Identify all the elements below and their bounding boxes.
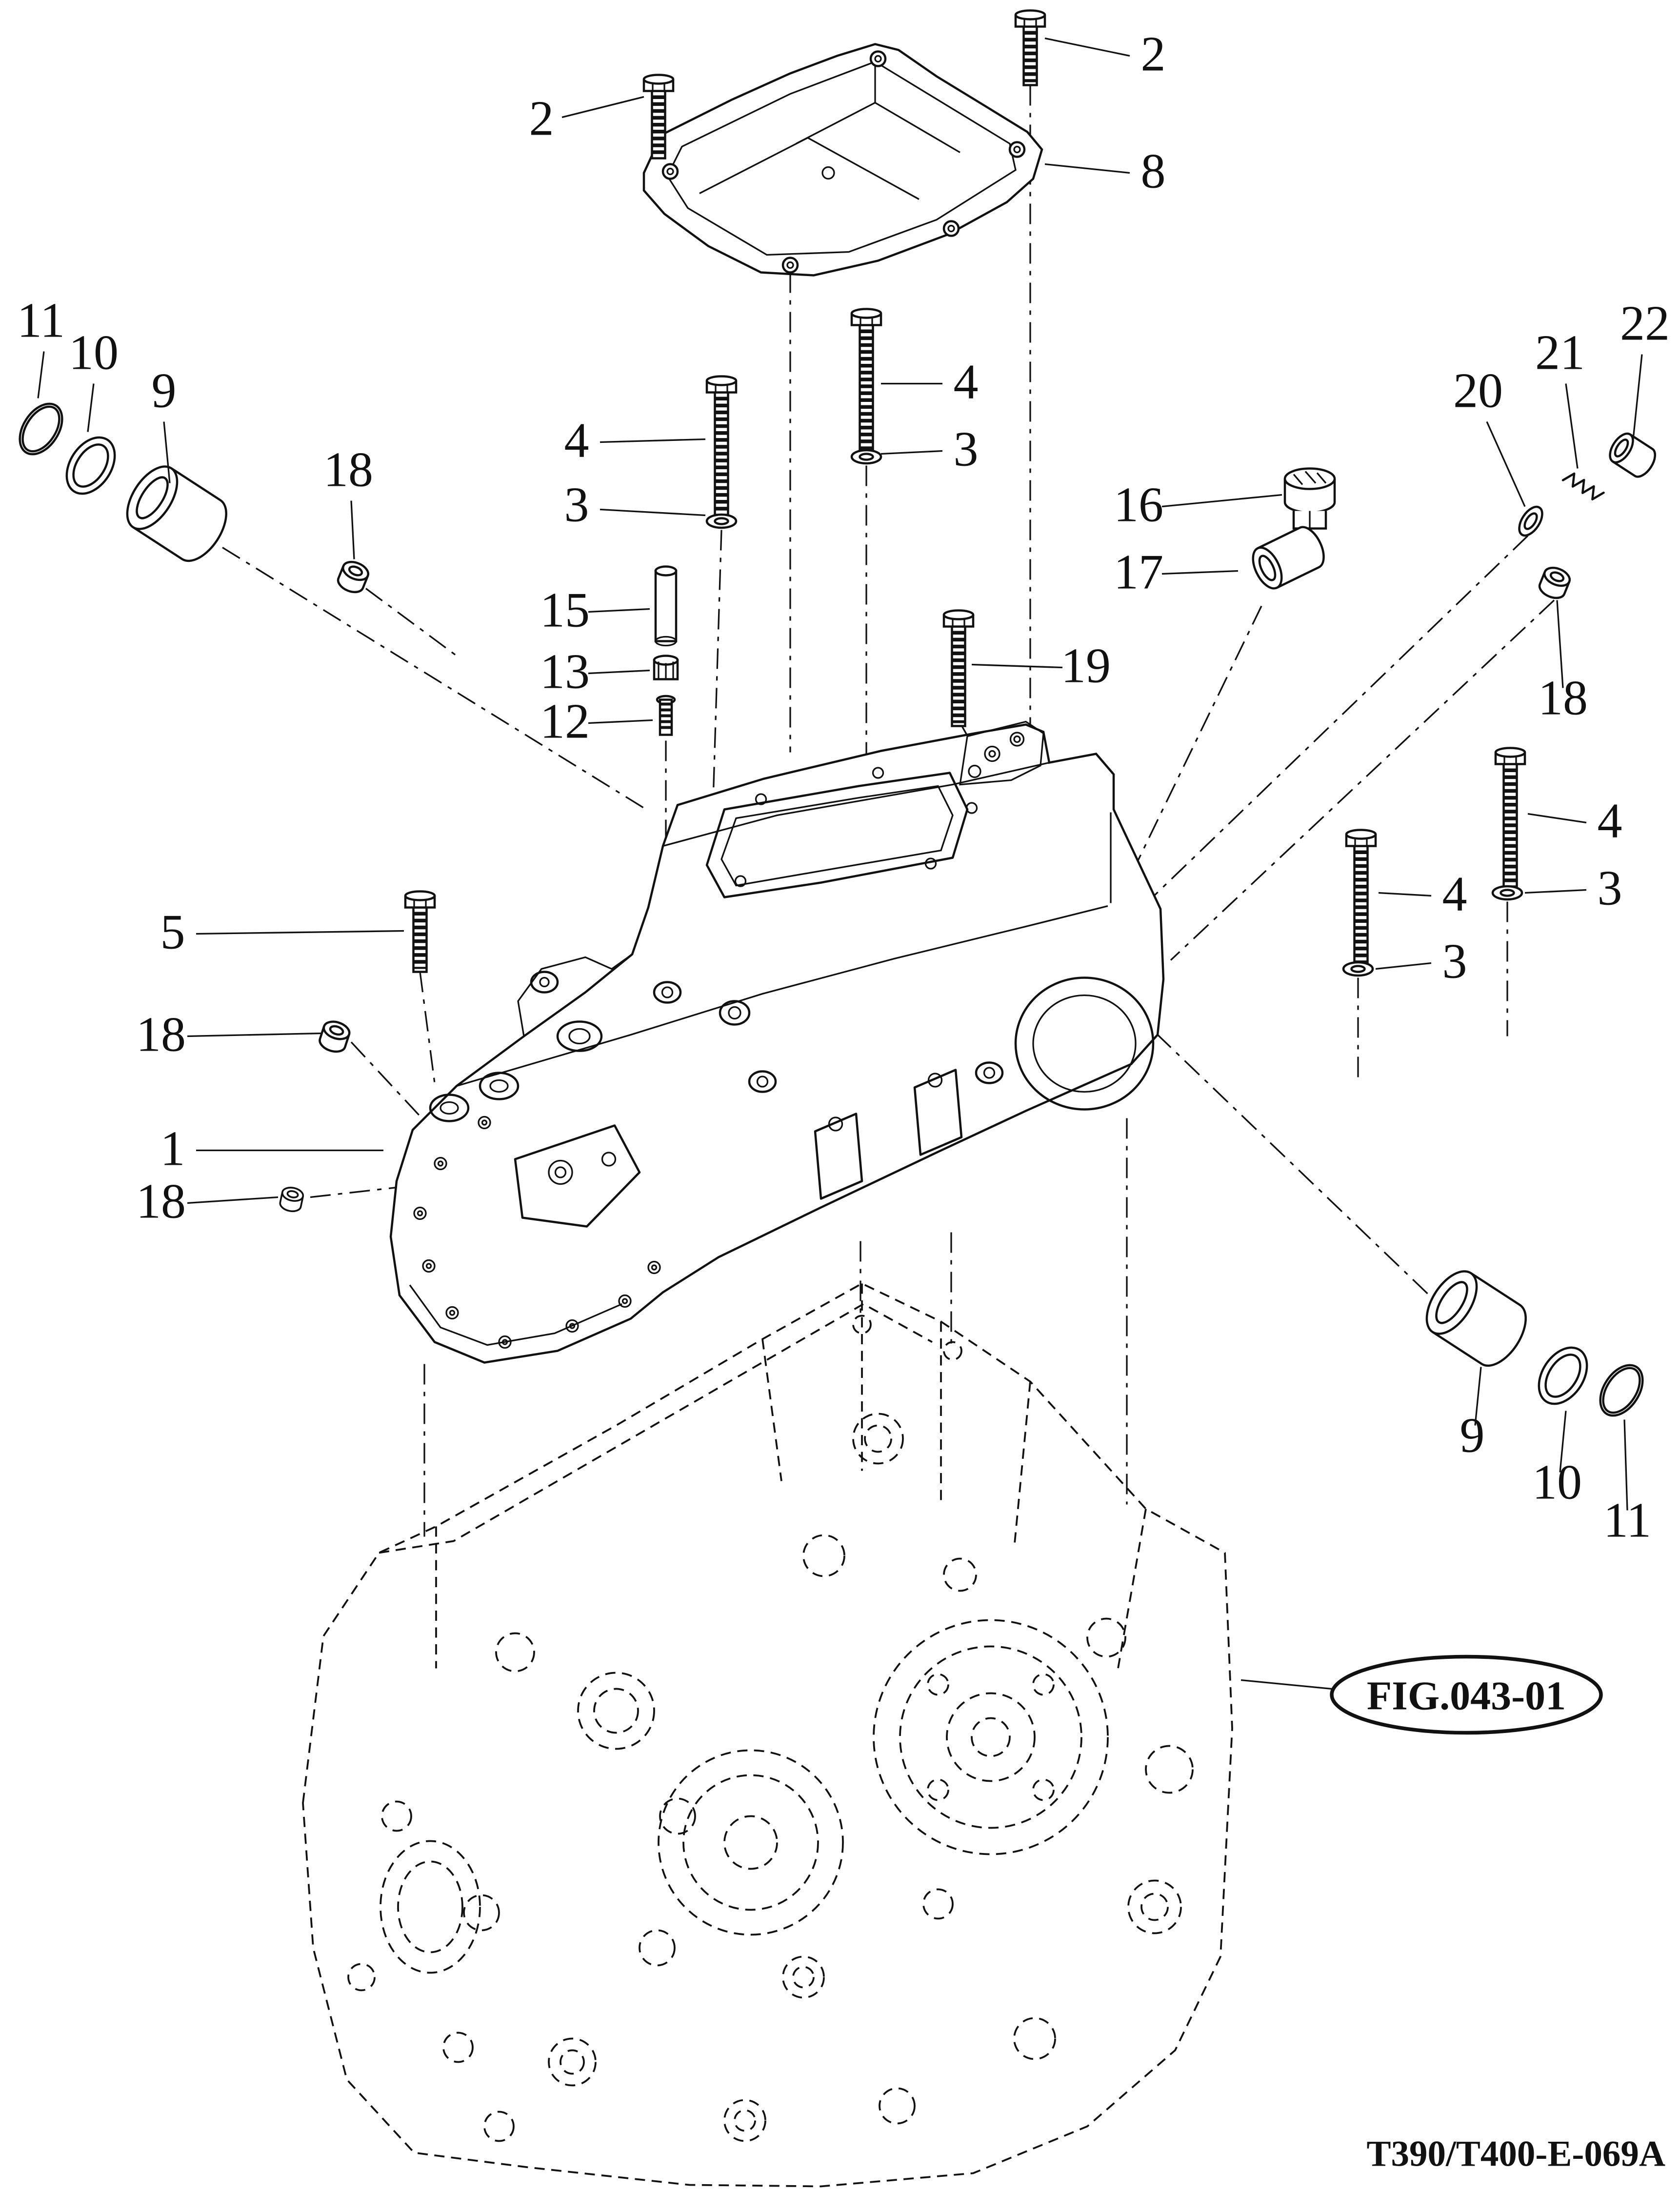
callout-4-mid-right: 4	[1442, 867, 1467, 922]
part-18-plug-lower-left	[278, 1185, 305, 1214]
part-20-washer	[1518, 505, 1543, 537]
callout-16: 16	[1114, 478, 1163, 533]
part-9-bushing-top-left	[117, 458, 236, 570]
callout-3-mid-left: 3	[564, 478, 589, 533]
callout-21: 21	[1535, 325, 1585, 380]
callout-3-top-center: 3	[954, 422, 979, 477]
part-11-snap-ring-bottom-right	[1599, 1364, 1644, 1417]
callout-labels: 2 2 8 11 10 9 18 4 3 4 3 15 13 12 16 17 …	[17, 27, 1670, 1548]
figure-reference-label: FIG.043-01	[1367, 1673, 1566, 1719]
part-18-plug-upper-right	[1537, 564, 1573, 601]
callout-13: 13	[540, 644, 590, 699]
callout-2-top-right: 2	[1141, 27, 1166, 82]
callout-11-bottom-right: 11	[1603, 1493, 1651, 1548]
part-10-ring-top-left	[65, 436, 116, 495]
part-18-plug-upper-left	[336, 558, 371, 596]
part-2-bolt-top-left	[644, 75, 673, 159]
part-17-bushing-plug	[1252, 526, 1325, 590]
callout-11-top-left: 11	[17, 293, 65, 348]
callout-leader-lines	[37, 37, 1643, 1511]
part-3-washer-right	[1493, 886, 1522, 899]
callout-2-top-left: 2	[529, 91, 554, 146]
callout-9-top-left: 9	[152, 363, 177, 418]
callout-4-right: 4	[1598, 794, 1622, 849]
part-10-ring-bottom-right	[1538, 1346, 1588, 1405]
callout-19: 19	[1061, 638, 1111, 694]
part-19-bolt	[944, 611, 973, 727]
part-3-washer-top-center	[852, 450, 881, 463]
part-4-bolt-right	[1496, 748, 1525, 891]
callout-17: 17	[1114, 545, 1163, 600]
callout-18-left: 18	[136, 1007, 186, 1062]
part-9-bushing-bottom-right	[1417, 1263, 1536, 1374]
drawing-code: T390/T400-E-069A	[1366, 2134, 1665, 2174]
callout-22: 22	[1620, 296, 1670, 351]
part-1-main-housing	[389, 720, 1165, 1364]
callout-10-top-left: 10	[69, 325, 119, 380]
part-18-plug-left	[318, 1018, 352, 1055]
part-8-cover-plate	[642, 43, 1043, 277]
callout-3-mid-right: 3	[1442, 934, 1467, 989]
part-16-breather-plug	[1283, 467, 1336, 530]
callout-18-upper-left: 18	[323, 442, 373, 498]
part-11-snap-ring-top-left	[19, 402, 63, 456]
callout-15: 15	[540, 583, 590, 638]
callout-3-right: 3	[1598, 861, 1622, 916]
part-3-washer-mid-left	[707, 515, 736, 528]
callout-5: 5	[160, 905, 185, 960]
callout-8: 8	[1141, 144, 1166, 199]
callout-10-bottom-right: 10	[1532, 1455, 1582, 1510]
callout-20: 20	[1453, 363, 1503, 418]
callout-4-mid-left: 4	[564, 413, 589, 468]
part-13-knurled-nut	[653, 655, 679, 680]
lower-case-reference-outline	[302, 1282, 1233, 2188]
callout-18-upper-right: 18	[1538, 671, 1588, 726]
part-12-stud	[656, 695, 676, 736]
part-21-spring	[1561, 472, 1605, 500]
callout-4-top-center: 4	[954, 355, 979, 410]
part-22-bushing	[1609, 432, 1657, 478]
callout-1: 1	[160, 1121, 185, 1176]
callout-18-lower-left: 18	[136, 1174, 186, 1229]
part-5-bolt	[405, 892, 435, 973]
part-3-washer-mid-right	[1343, 962, 1373, 976]
callout-9-bottom-right: 9	[1460, 1408, 1485, 1463]
callout-12: 12	[540, 694, 590, 749]
figure-reference-bubble[interactable]: FIG.043-01	[1240, 1654, 1603, 1735]
part-4-bolt-mid-left	[707, 377, 736, 519]
part-4-bolt-top-center	[852, 309, 881, 461]
part-2-bolt-top-right	[1016, 11, 1045, 86]
part-15-pin	[654, 565, 678, 647]
part-4-bolt-mid-right	[1346, 830, 1376, 964]
